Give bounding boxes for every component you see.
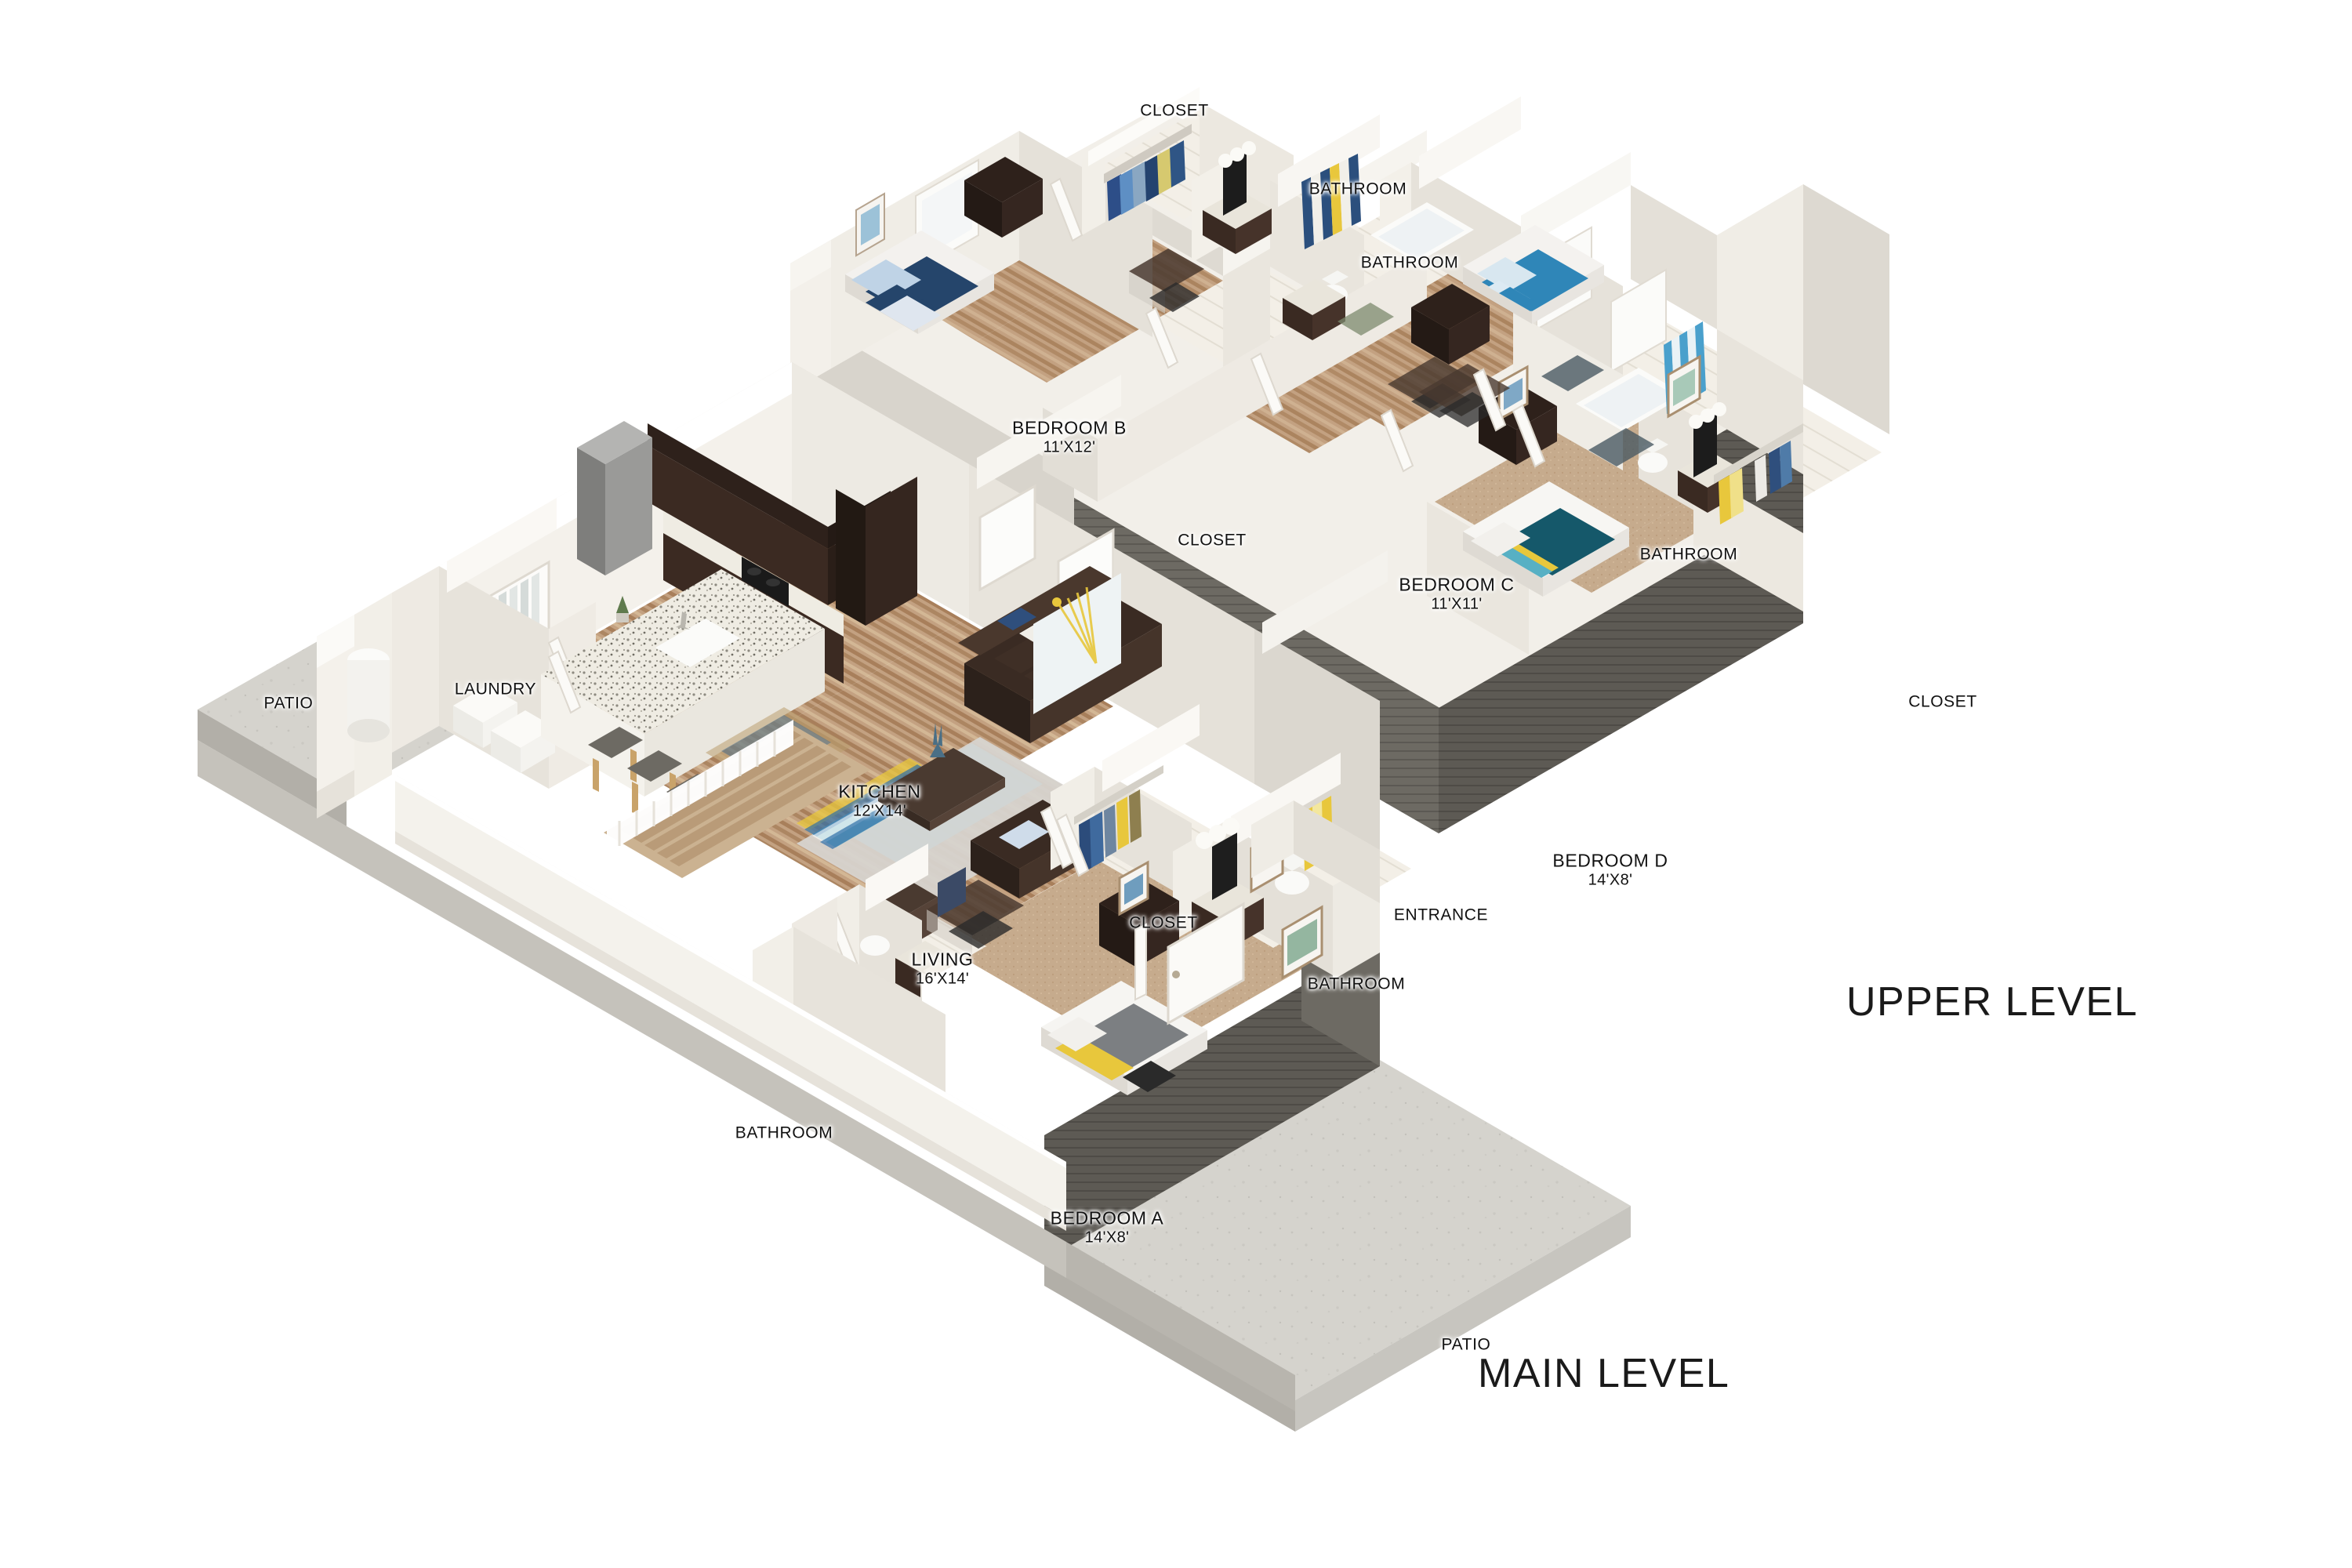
upper-level-title: UPPER LEVEL [1846,979,2138,1025]
label-bathroom-b: BATHROOM [1308,180,1407,198]
label-laundry: LAUNDRY [454,680,537,699]
label-bedroom-d: BEDROOM D 14'X8' [1552,850,1668,889]
label-bedroom-b: BEDROOM B 11'X12' [1012,417,1127,456]
label-patio-main: PATIO [263,694,314,713]
label-closet-a: CLOSET [1129,913,1198,932]
label-living: LIVING 16'X14' [911,949,974,988]
label-bathroom-main: BATHROOM [735,1123,833,1142]
label-entrance: ENTRANCE [1393,906,1489,924]
label-closet-d: CLOSET [1908,692,1977,711]
label-bedroom-a: BEDROOM A 14'X8' [1050,1207,1164,1247]
label-closet-b: CLOSET [1140,101,1209,120]
label-bathroom-a: BATHROOM [1307,975,1406,993]
main-level-title: MAIN LEVEL [1478,1351,1730,1396]
label-bathroom-d: BATHROOM [1639,545,1738,564]
label-bedroom-c: BEDROOM C 11'X11' [1399,574,1515,613]
label-closet-c: CLOSET [1178,531,1247,550]
label-bathroom-b2: BATHROOM [1360,253,1459,272]
label-kitchen: KITCHEN 12'X14' [838,781,921,820]
label-patio-front: PATIO [1441,1335,1491,1354]
